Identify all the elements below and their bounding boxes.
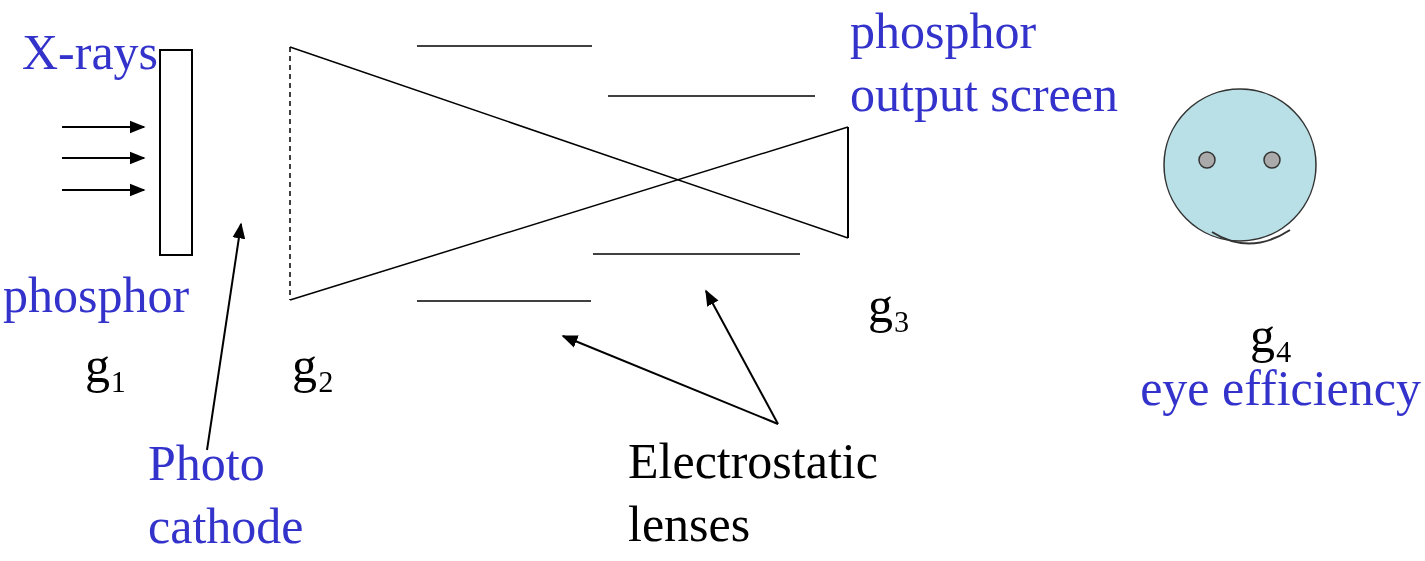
electron-beam <box>290 47 848 300</box>
part-label: phosphor output screen <box>850 0 1140 126</box>
part-label: phosphor <box>3 264 189 327</box>
part-label: Photo cathode <box>148 432 318 558</box>
beam-label: X-rays <box>22 21 158 84</box>
gain-symbol: g₃ <box>868 274 910 337</box>
photocathode-line <box>289 47 291 300</box>
input-phosphor <box>160 50 192 255</box>
xray-arrows <box>62 127 144 190</box>
eye-face <box>1164 89 1316 244</box>
gain-symbol: g₄ <box>1250 304 1292 367</box>
part-label: eye efficiency <box>1140 357 1421 420</box>
part-label: Electrostatic lenses <box>628 430 898 556</box>
gain-symbol: g₁ <box>85 334 127 397</box>
lens-plates <box>417 46 815 301</box>
gain-symbol: g₂ <box>292 334 334 397</box>
leader-lines <box>207 224 778 450</box>
